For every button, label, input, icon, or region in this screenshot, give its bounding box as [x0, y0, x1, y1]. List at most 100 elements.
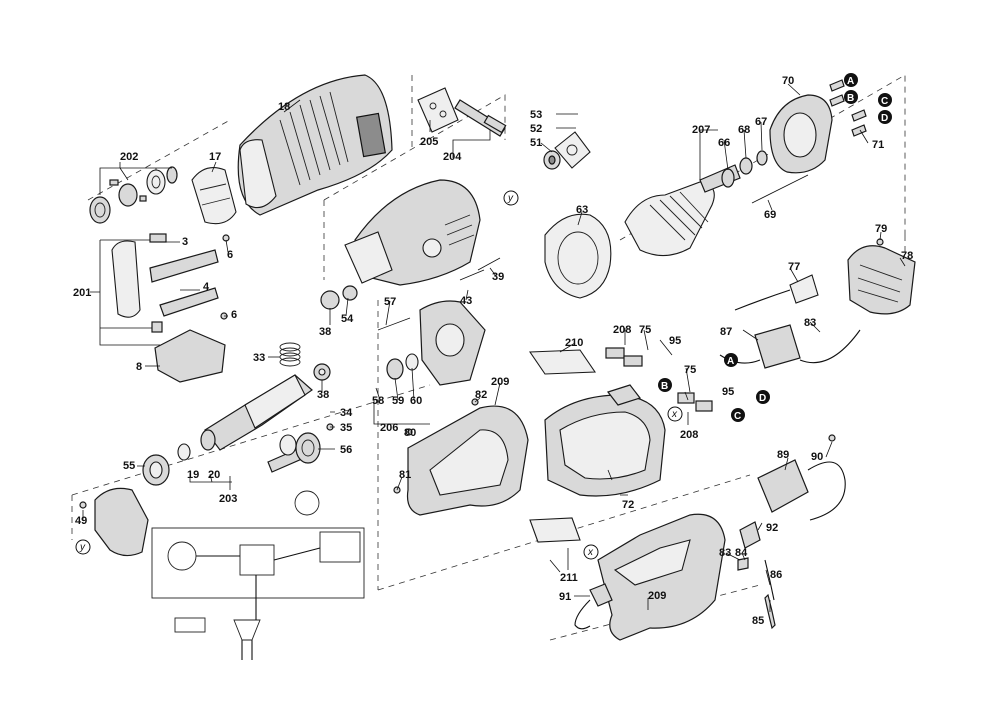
callout-78: 78 — [901, 250, 913, 262]
callout-84: 84 — [735, 547, 748, 559]
marker-x-bottom-label: x — [587, 547, 594, 558]
callout-57: 57 — [384, 296, 396, 308]
callout-55: 55 — [123, 460, 135, 472]
marker-D-top — [878, 110, 892, 124]
gear-housing — [200, 363, 331, 451]
callout-208b: 208 — [680, 429, 698, 441]
callout-75a: 75 — [639, 324, 651, 336]
callout-58: 58 — [372, 395, 384, 407]
gear-assembly — [267, 432, 321, 473]
blade-clamp-parts — [89, 166, 178, 224]
marker-y-bottom-label: y — [79, 542, 86, 553]
marker-A-top — [844, 73, 858, 87]
top-small-parts — [417, 87, 591, 170]
marker-y-top-label: y — [507, 193, 514, 204]
terminal-block — [574, 583, 613, 630]
callout-35: 35 — [340, 422, 352, 434]
callout-63: 63 — [576, 204, 588, 216]
brush-holders — [605, 347, 713, 412]
callout-67: 67 — [755, 116, 767, 128]
callout-79: 79 — [875, 223, 887, 235]
callout-207: 207 — [692, 124, 710, 136]
callout-39: 39 — [492, 271, 504, 283]
marker-C-mid-label: C — [734, 411, 741, 422]
motor-shroud — [544, 384, 666, 497]
bearing-stack — [142, 443, 191, 486]
callout-43: 43 — [460, 295, 472, 307]
electronics-module — [719, 274, 861, 369]
callout-59: 59 — [392, 395, 404, 407]
callout-56: 56 — [340, 444, 352, 456]
marker-A-mid-label: A — [727, 356, 734, 367]
callout-210: 210 — [565, 337, 583, 349]
callout-49: 49 — [75, 515, 87, 527]
callout-66: 66 — [718, 137, 730, 149]
callout-52: 52 — [530, 123, 542, 135]
callout-90: 90 — [811, 451, 823, 463]
spring — [279, 342, 301, 367]
callout-3: 3 — [182, 236, 188, 248]
callout-51: 51 — [530, 137, 542, 149]
callout-95b: 95 — [722, 386, 734, 398]
callout-201: 201 — [73, 287, 91, 299]
callout-72: 72 — [622, 499, 634, 511]
knob-38 — [320, 290, 340, 310]
switch — [757, 434, 846, 521]
callout-80: 80 — [404, 427, 416, 439]
label-sheet-210 — [528, 349, 597, 375]
callout-202: 202 — [120, 151, 138, 163]
front-boot-housing — [237, 74, 393, 216]
marker-B-mid-label: B — [661, 381, 668, 392]
marker-A-top-label: A — [847, 76, 854, 87]
callout-209b: 209 — [648, 590, 666, 602]
marker-x-bottom — [583, 544, 599, 560]
stator — [751, 79, 867, 204]
callout-53: 53 — [530, 109, 542, 121]
marker-C-top — [878, 93, 892, 107]
callout-89: 89 — [777, 449, 789, 461]
callout-71: 71 — [872, 139, 884, 151]
handle-half-left — [406, 405, 529, 516]
callout-91: 91 — [559, 591, 571, 603]
callout-68: 68 — [738, 124, 750, 136]
callout-81: 81 — [399, 469, 411, 481]
marker-C-top-label: C — [881, 96, 888, 107]
callout-labels: 18 17 202 205 204 53 52 51 207 66 68 67 … — [73, 75, 913, 627]
callout-33: 33 — [253, 352, 265, 364]
callout-75b: 75 — [684, 364, 696, 376]
callout-18: 18 — [278, 101, 290, 113]
callout-17: 17 — [209, 151, 221, 163]
guide-plate — [154, 329, 226, 383]
callout-83b: 83 — [719, 547, 731, 559]
rear-end-cap — [847, 245, 916, 315]
marker-y-top — [503, 190, 519, 206]
callout-211: 211 — [560, 572, 578, 584]
front-cover — [94, 487, 149, 557]
connection-markers: A B C D A B C D y y x x — [75, 73, 892, 560]
callout-204: 204 — [443, 151, 462, 163]
callout-82: 82 — [475, 389, 487, 401]
bearing-plate — [386, 300, 486, 386]
marker-D-top-label: D — [881, 113, 888, 124]
callout-4: 4 — [203, 281, 210, 293]
marker-A-mid — [724, 353, 738, 367]
callout-77: 77 — [788, 261, 800, 273]
callout-54: 54 — [341, 313, 354, 325]
wiring-schematic — [151, 490, 365, 660]
marker-B-top — [844, 90, 858, 104]
marker-B-mid — [658, 378, 672, 392]
callout-86: 86 — [770, 569, 782, 581]
callout-206: 206 — [380, 422, 398, 434]
callout-19: 19 — [187, 469, 199, 481]
callout-8: 8 — [136, 361, 142, 373]
label-sheet-211 — [529, 517, 581, 543]
callout-83a: 83 — [804, 317, 816, 329]
callout-203: 203 — [219, 493, 237, 505]
marker-D-mid — [756, 390, 770, 404]
callout-60: 60 — [410, 395, 422, 407]
callout-205: 205 — [420, 136, 438, 148]
leader-lines — [82, 83, 906, 612]
marker-C-mid — [731, 408, 745, 422]
callout-85: 85 — [752, 615, 764, 627]
